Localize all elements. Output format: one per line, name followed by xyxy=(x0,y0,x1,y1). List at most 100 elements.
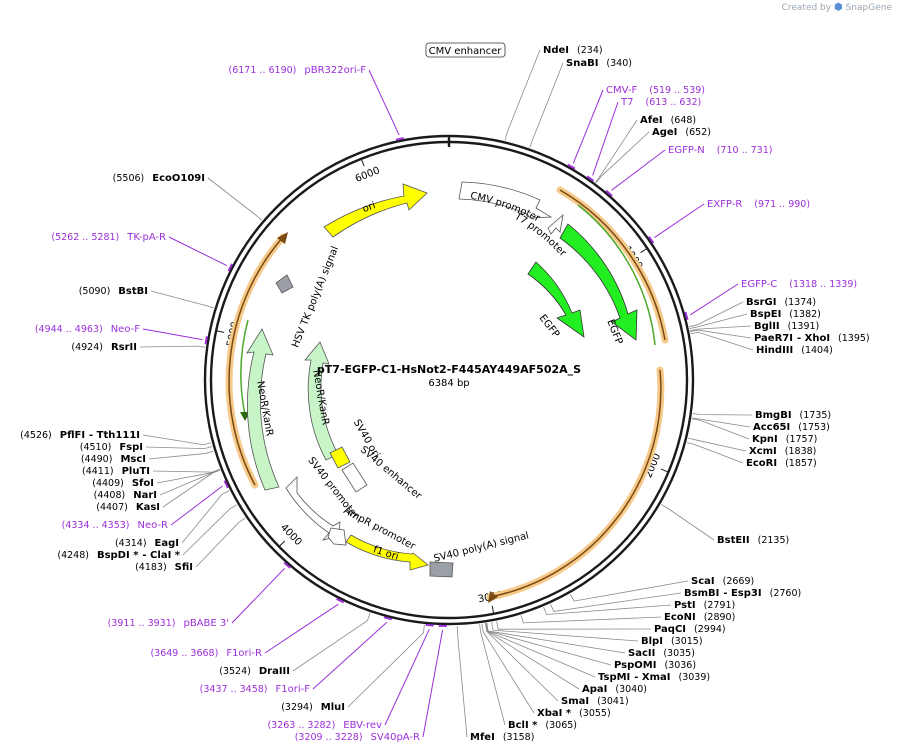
primer-site[interactable]: (4944 .. 4963)Neo-F xyxy=(35,324,208,345)
restriction-site[interactable]: (3294)MluI xyxy=(281,624,425,713)
primer-name: Neo-F xyxy=(111,324,141,335)
site-name: AgeI xyxy=(652,127,677,138)
site-leader-line xyxy=(550,592,682,612)
primer-site[interactable]: (6171 .. 6190)pBR322ori-F xyxy=(229,65,405,141)
sv40-enhancer-box xyxy=(341,462,368,493)
site-leader-line xyxy=(687,437,747,452)
restriction-site[interactable]: AgeI(652) xyxy=(595,127,711,184)
site-name: DraIII xyxy=(259,666,290,677)
site-position: (4924) xyxy=(71,342,103,353)
site-label: (4490)MscI xyxy=(81,454,146,465)
site-position: (3055) xyxy=(579,708,611,719)
site-name: BglII xyxy=(754,321,780,332)
restriction-site[interactable]: (4411)PluTI xyxy=(82,466,220,477)
site-name: SmaI xyxy=(561,696,589,707)
restriction-site[interactable]: (4314)EagI xyxy=(115,490,230,549)
restriction-site[interactable]: BstEII(2135) xyxy=(660,504,789,546)
site-position: (1838) xyxy=(785,446,817,457)
site-leader-line xyxy=(139,345,206,348)
site-leader-line xyxy=(195,517,246,568)
primer-site[interactable]: T7(613 .. 632) xyxy=(586,97,701,182)
site-name: EcoNI xyxy=(664,612,696,623)
site-label: XcmI(1838) xyxy=(749,446,816,457)
restriction-site[interactable]: (4510)FspI xyxy=(80,442,213,453)
restriction-site[interactable]: KpnI (1757) xyxy=(691,418,818,445)
restriction-site[interactable]: PaqCI(2994) xyxy=(496,621,726,635)
site-name-extra: - ClaI * xyxy=(142,550,180,561)
restriction-site[interactable]: NdeI(234) xyxy=(504,45,603,141)
primer-site[interactable]: (3209 .. 3228)SV40pA-R xyxy=(295,624,447,743)
site-label: AfeI(648) xyxy=(640,115,696,126)
restriction-site[interactable]: AfeI(648) xyxy=(595,115,696,183)
site-position: (1757) xyxy=(786,434,818,445)
primer-label: (3263 .. 3282)EBV-rev xyxy=(267,720,382,731)
site-leader-line xyxy=(181,490,230,544)
restriction-site[interactable]: (4526)PflFI- Tth111I xyxy=(20,430,212,446)
sv40-ori-box xyxy=(329,446,351,469)
restriction-site[interactable]: (4248)BspDI *- ClaI * xyxy=(57,504,238,561)
restriction-site[interactable]: PaeR7I- XhoI(1395) xyxy=(690,329,870,344)
restriction-site[interactable]: Acc65I(1753) xyxy=(692,417,830,433)
site-name: KpnI xyxy=(752,434,778,445)
restriction-site[interactable]: EcoNI (2890) xyxy=(520,612,736,624)
restriction-site[interactable]: (4490)MscI xyxy=(81,450,214,465)
restriction-site[interactable]: (3524)DraIII xyxy=(219,612,371,677)
site-name: BspDI * xyxy=(97,550,139,561)
site-leader-line xyxy=(689,325,752,332)
primer-site[interactable]: EGFP-N(710 .. 731) xyxy=(605,145,772,197)
orf-arcs xyxy=(225,186,669,603)
primer-site[interactable]: (3437 .. 3458)F1ori-F xyxy=(200,616,393,695)
cmv-promoter-arrow xyxy=(458,181,553,219)
primer-site[interactable]: EXFP-R(971 .. 990) xyxy=(648,199,810,244)
restriction-site[interactable]: BclI *(3065) xyxy=(479,624,577,731)
feature-label-f1-ori: f1 ori xyxy=(372,544,400,563)
credit-prefix: Created by xyxy=(781,3,832,13)
primer-tick xyxy=(204,336,208,345)
primer-leader-line xyxy=(312,621,388,690)
site-label: BsmBI- Esp3I(2760) xyxy=(684,588,801,599)
bp-tick-mark xyxy=(278,540,286,547)
primer-site[interactable]: (4334 .. 4353)Neo-R xyxy=(62,480,229,531)
restriction-site[interactable]: MfeI(3158) xyxy=(456,625,534,743)
primer-site[interactable]: (3263 .. 3282)EBV-rev xyxy=(267,623,434,731)
restriction-site[interactable]: BsrGI(1374) xyxy=(689,297,816,328)
primer-site[interactable]: CMV-F(519 .. 539) xyxy=(567,85,705,170)
restriction-site[interactable]: SmaI(3041) xyxy=(485,623,629,707)
restriction-site[interactable]: (4409)SfoI xyxy=(92,469,221,489)
site-position: (4314) xyxy=(115,538,147,549)
site-position: (2890) xyxy=(704,612,736,623)
restriction-site[interactable]: HindIII(1404) xyxy=(690,331,833,356)
restriction-site[interactable]: XcmI(1838) xyxy=(687,437,816,457)
site-name: SfoI xyxy=(132,478,154,489)
primer-site[interactable]: (3911 .. 3931)pBABE 3' xyxy=(108,561,291,629)
site-leader-line xyxy=(159,469,221,496)
ampr-promoter-arrow xyxy=(327,527,347,546)
restriction-site[interactable]: XbaI *(3055) xyxy=(481,623,611,719)
primer-site[interactable]: EGFP-C(1318 .. 1339) xyxy=(684,279,857,320)
site-name: PaqCI xyxy=(654,624,686,635)
site-name: PstI xyxy=(674,600,696,611)
restriction-site[interactable]: (5506)EcoO109I xyxy=(113,173,263,221)
primer-leader-line xyxy=(264,603,339,654)
restriction-site[interactable]: (5090)BstBI xyxy=(79,286,214,309)
primer-site[interactable]: (3649 .. 3668)F1ori-R xyxy=(150,597,345,659)
restriction-site[interactable]: BglII(1391) xyxy=(689,321,819,332)
cmv-enhancer-box xyxy=(425,42,506,58)
restriction-site[interactable]: ScaI(2669) xyxy=(569,576,754,602)
restriction-site[interactable]: SnaBI(340) xyxy=(529,58,632,148)
restriction-site[interactable]: BspEI(1382) xyxy=(689,309,821,329)
restriction-site[interactable]: BmgBI(1735) xyxy=(692,410,831,421)
restriction-site[interactable]: PstI (2791) xyxy=(543,600,736,615)
primer-name: F1ori-R xyxy=(226,648,262,659)
site-label: SmaI(3041) xyxy=(561,696,629,707)
restriction-site[interactable]: (4183)SfiI xyxy=(135,517,246,573)
primer-label: (3649 .. 3668)F1ori-R xyxy=(150,648,262,659)
restriction-site[interactable]: (4924)RsrII xyxy=(71,342,206,353)
site-position: (2791) xyxy=(704,600,736,611)
restriction-site[interactable]: BlpI(3015) xyxy=(491,622,703,647)
primer-site[interactable]: (5262 .. 5281)TK-pA-R xyxy=(51,232,233,272)
restriction-site[interactable]: EcoRI(1857) xyxy=(686,442,817,469)
site-position: (234) xyxy=(577,45,603,56)
primer-range: (3209 .. 3228) xyxy=(295,732,363,743)
restriction-site[interactable]: BsmBI- Esp3I(2760) xyxy=(550,588,801,612)
